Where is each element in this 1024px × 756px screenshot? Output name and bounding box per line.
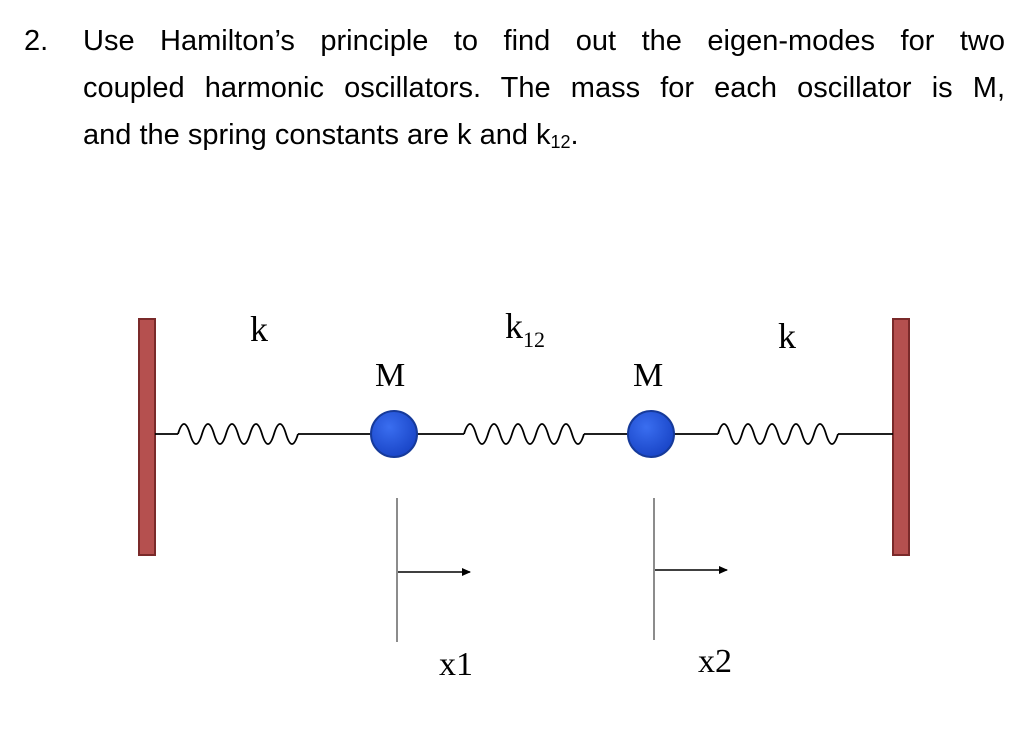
middle-spring-label-main: k <box>505 306 523 346</box>
middle-spring <box>417 423 628 445</box>
problem-text-line-3: and the spring constants are k and k12. <box>83 112 1005 159</box>
right-spring <box>674 423 893 445</box>
right-coordinate-label: x2 <box>698 643 732 680</box>
right-spring-label: k <box>778 316 796 356</box>
left-mass-label: M <box>375 357 405 394</box>
left-coordinate-marker <box>396 498 471 642</box>
problem-text-line-1: Use Hamilton’s principle to find out the… <box>83 25 1005 57</box>
problem-number: 2. <box>24 25 49 57</box>
left-spring <box>155 423 371 445</box>
problem-text-line-3-end: . <box>570 119 579 151</box>
middle-spring-label: k12 <box>505 306 545 352</box>
middle-spring-label-subscript: 12 <box>523 327 545 352</box>
problem-text: Use Hamilton’s principle to find out the… <box>83 18 1005 159</box>
left-spring-label: k <box>250 309 268 349</box>
left-mass <box>370 410 418 458</box>
problem-text-line-3-main: and the spring constants are k and k <box>83 119 551 151</box>
right-coordinate-marker <box>653 498 728 640</box>
right-mass <box>627 410 675 458</box>
problem-text-line-2: coupled harmonic oscillators. The mass f… <box>83 72 1005 104</box>
right-wall <box>892 318 910 556</box>
right-mass-label: M <box>633 357 663 394</box>
left-wall <box>138 318 156 556</box>
left-coordinate-label: x1 <box>439 646 473 683</box>
problem-text-line-3-subscript: 12 <box>550 132 571 152</box>
